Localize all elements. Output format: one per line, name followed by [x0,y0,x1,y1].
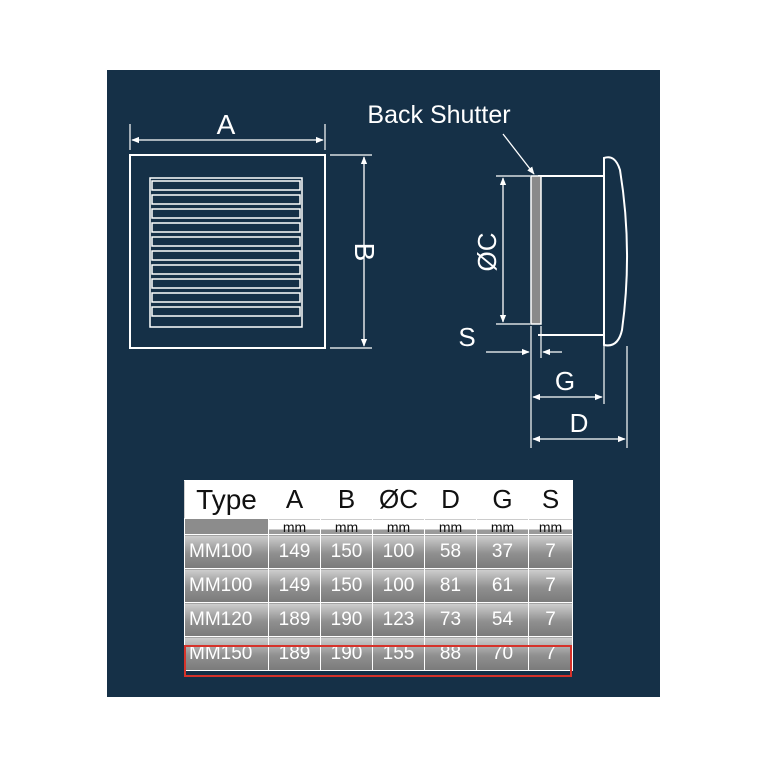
grille-area [149,177,303,328]
header-b: B [320,480,373,519]
dim-b-label: B [349,243,380,262]
cell-d: 88 [424,636,477,671]
cell-s: 7 [528,602,573,637]
table-header-row: Type A B ØC D G S [184,480,573,519]
table-row: MM100 149 150 100 81 61 7 [184,568,573,603]
side-view [486,133,629,448]
cell-a: 189 [268,636,321,671]
unit-b: mm [320,518,373,535]
unit-type [184,518,269,535]
dim-s-label: S [458,322,475,352]
cell-b: 190 [320,636,373,671]
unit-s: mm [528,518,573,535]
cell-d: 73 [424,602,477,637]
cell-c: 123 [372,602,425,637]
cell-b: 150 [320,568,373,603]
cell-b: 190 [320,602,373,637]
cell-s: 7 [528,636,573,671]
unit-a: mm [268,518,321,535]
cell-d: 58 [424,534,477,569]
unit-g: mm [476,518,529,535]
cell-model: MM150 [184,636,269,671]
back-shutter-leader [502,133,535,175]
back-shutter-label: Back Shutter [367,101,510,129]
cell-s: 7 [528,534,573,569]
cell-d: 81 [424,568,477,603]
cell-g: 37 [476,534,529,569]
unit-c: mm [372,518,425,535]
cell-model: MM120 [184,602,269,637]
cell-a: 189 [268,602,321,637]
header-d: D [424,480,477,519]
cell-a: 149 [268,534,321,569]
header-s: S [528,480,573,519]
header-a: A [268,480,321,519]
cell-s: 7 [528,568,573,603]
table-row: MM120 189 190 123 73 54 7 [184,602,573,637]
cell-c: 155 [372,636,425,671]
cell-c: 100 [372,534,425,569]
front-view [129,124,372,349]
front-cover [603,156,629,347]
cell-g: 61 [476,568,529,603]
cell-a: 149 [268,568,321,603]
header-c: ØC [372,480,425,519]
unit-d: mm [424,518,477,535]
dim-a-label: A [217,109,236,140]
dim-d-label: D [570,408,589,438]
grille-louvers [151,180,301,317]
table-units-row: mm mm mm mm mm mm [184,518,573,535]
header-type: Type [184,480,269,519]
back-shutter [530,175,542,325]
header-g: G [476,480,529,519]
fan-body [538,175,605,336]
front-frame [129,154,326,349]
table-row: MM100 149 150 100 58 37 7 [184,534,573,569]
cell-g: 70 [476,636,529,671]
cell-b: 150 [320,534,373,569]
cell-model: MM100 [184,568,269,603]
table-row-highlighted: MM150 189 190 155 88 70 7 [184,636,573,671]
cell-model: MM100 [184,534,269,569]
dimensions-table: Type A B ØC D G S mm mm mm mm mm mm MM10… [184,480,573,671]
cell-c: 100 [372,568,425,603]
dim-c-label: ØC [472,233,502,272]
dim-g-label: G [555,366,575,396]
cell-g: 54 [476,602,529,637]
